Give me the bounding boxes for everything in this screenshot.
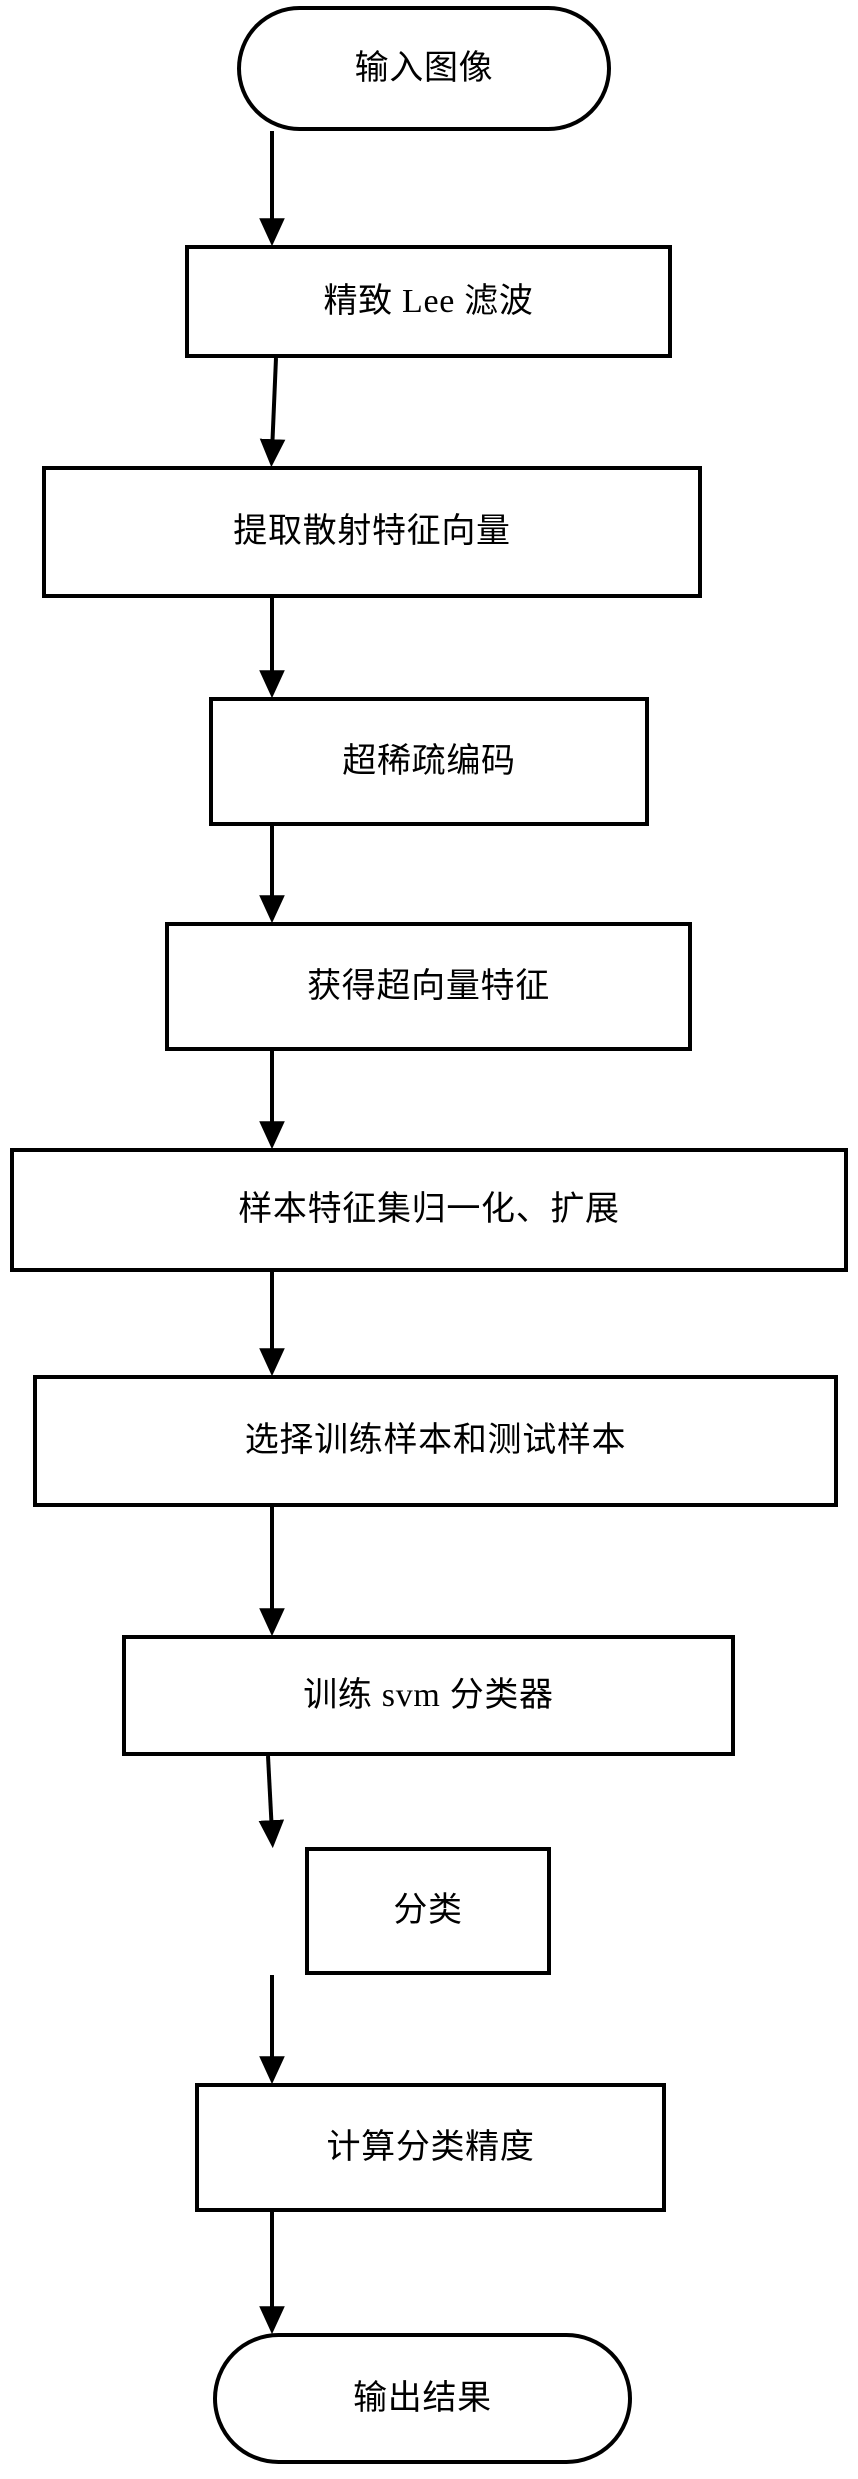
flow-node-classify[interactable]: 分类	[305, 1847, 551, 1975]
flow-edge-e2	[259, 357, 286, 468]
flow-node-hyper-sparse-coding[interactable]: 超稀疏编码	[209, 697, 649, 826]
flow-node-label: 样本特征集归一化、扩展	[238, 1191, 620, 1229]
flow-node-label: 分类	[393, 1892, 463, 1930]
flow-node-label: 超稀疏编码	[342, 742, 516, 780]
flow-node-extract-scattering-feature-vector[interactable]: 提取散射特征向量	[42, 466, 702, 598]
flow-node-label: 提取散射特征向量	[233, 513, 511, 551]
flow-node-label: 获得超向量特征	[307, 967, 550, 1005]
flow-edge-e8	[258, 1755, 285, 1849]
flow-node-label: 输入图像	[354, 49, 494, 87]
flow-node-label: 输出结果	[353, 2379, 492, 2417]
flow-node-label: 训练 svm 分类器	[303, 1676, 554, 1714]
flow-node-output-result[interactable]: 输出结果	[213, 2333, 632, 2464]
flow-node-label: 精致 Lee 滤波	[323, 282, 534, 320]
flow-node-select-train-test-samples[interactable]: 选择训练样本和测试样本	[33, 1375, 838, 1507]
flow-node-train-svm-classifier[interactable]: 训练 svm 分类器	[122, 1635, 735, 1756]
flow-node-label: 计算分类精度	[326, 2128, 535, 2166]
flow-node-obtain-supervector-feature[interactable]: 获得超向量特征	[165, 922, 692, 1051]
flow-node-label: 选择训练样本和测试样本	[244, 1422, 627, 1460]
flow-node-input-image[interactable]: 输入图像	[237, 6, 611, 131]
flow-node-refined-lee-filter[interactable]: 精致 Lee 滤波	[185, 245, 672, 358]
flow-node-normalize-expand-feature-set[interactable]: 样本特征集归一化、扩展	[10, 1148, 848, 1272]
flow-node-compute-classification-accuracy[interactable]: 计算分类精度	[195, 2083, 666, 2212]
